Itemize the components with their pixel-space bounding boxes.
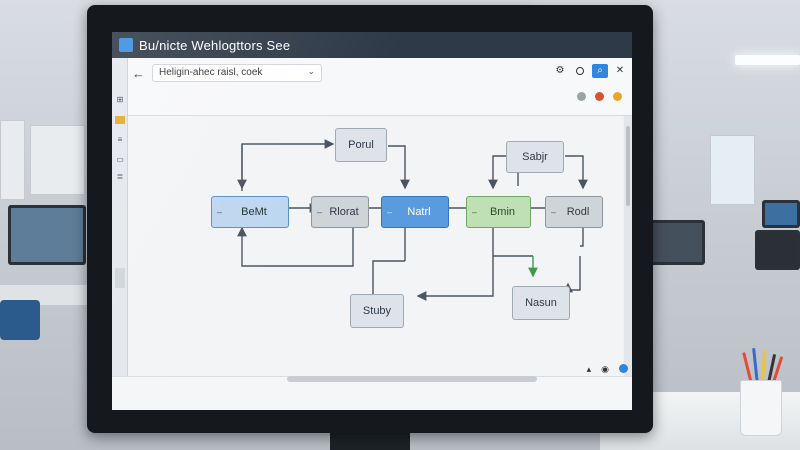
connector <box>388 145 410 190</box>
tool-list-icon[interactable]: ≡ <box>117 135 123 144</box>
title-bar: Bu/nicte Wehlogttors See <box>112 32 632 58</box>
collapse-icon[interactable]: – <box>551 207 557 217</box>
extension-red-icon[interactable] <box>595 92 604 101</box>
connector <box>580 228 584 247</box>
pencil <box>752 347 759 385</box>
collapse-icon[interactable]: – <box>317 207 323 217</box>
node-bemnm[interactable]: – Bmin <box>466 196 531 228</box>
diagram-canvas[interactable]: Porul – BeMt – Rlorat – Natrl – Bmin – R… <box>128 116 623 376</box>
diagram-connectors <box>237 139 588 301</box>
tool-highlight-icon[interactable] <box>115 116 125 124</box>
node-label: Natrl <box>407 206 431 218</box>
background-chair <box>0 300 40 340</box>
node-natrul[interactable]: – Natrl <box>381 196 449 228</box>
collapse-icon[interactable]: – <box>217 207 223 217</box>
node-label: Stuby <box>362 305 392 317</box>
node-stuby[interactable]: Stuby <box>350 294 404 328</box>
connector <box>372 260 405 301</box>
tool-icon[interactable]: ⊞ <box>116 95 124 104</box>
user-icon[interactable] <box>572 64 588 78</box>
vertical-scrollbar[interactable] <box>624 116 632 376</box>
search-icon[interactable]: ⌕ <box>592 64 608 78</box>
tool-shape-icon[interactable]: ▭ <box>116 155 124 164</box>
address-field[interactable]: Heligin-ahec raisl, coek ⌄ <box>152 64 322 82</box>
background-poster <box>0 120 25 200</box>
node-label: Rlorat <box>329 206 359 218</box>
status-icon[interactable]: ▴ <box>586 364 592 374</box>
collapse-icon[interactable]: – <box>472 207 478 217</box>
back-button[interactable]: ← <box>132 66 145 81</box>
horizontal-scrollbar[interactable] <box>287 376 537 382</box>
node-label: Bmin <box>489 206 516 218</box>
left-toolbar: ⊞ ≡ ▭ ≣ <box>112 58 128 410</box>
tool-text-icon[interactable]: ≣ <box>116 172 124 181</box>
collapse-icon[interactable]: – <box>387 207 393 217</box>
connector <box>241 139 335 191</box>
background-monitor <box>762 200 800 228</box>
address-value: Heligin-ahec raisl, coek <box>159 67 263 78</box>
pencil-cup <box>740 380 782 436</box>
node-label: BeMt <box>241 206 267 218</box>
connector <box>568 256 581 291</box>
connector <box>565 155 588 190</box>
node-label: Rodl <box>566 206 590 218</box>
scrollbar-thumb[interactable] <box>626 126 630 206</box>
background-poster <box>710 135 755 205</box>
pencil <box>760 349 767 385</box>
chevron-down-icon[interactable]: ⌄ <box>307 66 315 76</box>
notification-icon[interactable] <box>619 364 628 373</box>
background-monitor <box>8 205 86 265</box>
background-poster <box>30 125 85 195</box>
close-icon[interactable]: ✕ <box>615 65 625 76</box>
background-monitor <box>650 220 705 265</box>
node-bemil[interactable]: – BeMt <box>211 196 289 228</box>
app-logo-icon <box>119 38 133 52</box>
toolbar: ← Heligin-ahec raisl, coek ⌄ ⚙ ⌕ ✕ <box>112 58 632 116</box>
status-icons: ▴ ◉ <box>587 364 628 375</box>
node-riorat[interactable]: – Rlorat <box>311 196 369 228</box>
screen: Bu/nicte Wehlogttors See ← Heligin-ahec … <box>112 32 632 410</box>
node-rodd[interactable]: – Rodl <box>545 196 603 228</box>
node-nasun[interactable]: Nasun <box>512 286 570 320</box>
node-label: Porul <box>348 139 374 151</box>
connector <box>488 155 502 190</box>
node-porul[interactable]: Porul <box>335 128 387 162</box>
settings-icon[interactable]: ⚙ <box>555 65 565 76</box>
connector <box>237 226 354 267</box>
node-sabjir[interactable]: Sabjr <box>506 141 564 173</box>
window-controls: ⚙ ⌕ ✕ <box>552 64 628 78</box>
background-monitor <box>755 230 800 270</box>
ceiling-light <box>735 55 800 65</box>
connector <box>416 228 494 301</box>
status-icon[interactable]: ◉ <box>601 364 609 374</box>
extension-icons <box>577 92 622 101</box>
node-label: Nasun <box>525 297 557 309</box>
tool-panel-handle[interactable] <box>115 268 125 288</box>
node-label: Sabjr <box>522 151 548 163</box>
extension-gray-icon[interactable] <box>577 92 586 101</box>
extension-orange-icon[interactable] <box>613 92 622 101</box>
window-title: Bu/nicte Wehlogttors See <box>139 38 291 53</box>
